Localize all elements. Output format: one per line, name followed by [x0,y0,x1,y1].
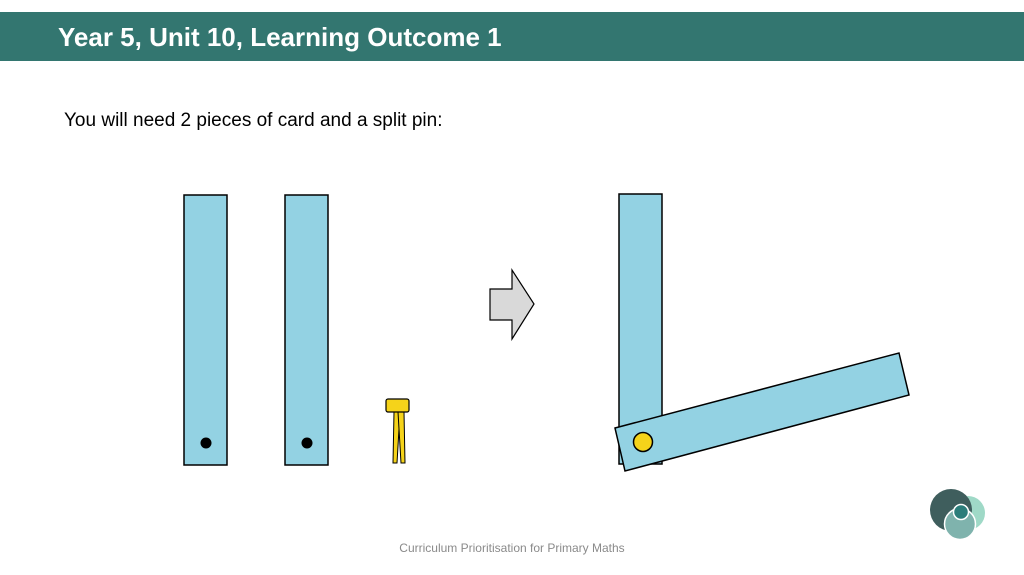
card-strip-1 [183,194,228,466]
right-arrow-icon [489,267,535,342]
card-hole-1 [200,437,212,449]
card-strip-2 [284,194,329,466]
instruction-text: You will need 2 pieces of card and a spl… [64,110,443,131]
footer-text: Curriculum Prioritisation for Primary Ma… [399,541,625,555]
page-title: Year 5, Unit 10, Learning Outcome 1 [58,22,502,52]
overlapping-circles-logo-icon [930,489,985,541]
card-hole-2 [301,437,313,449]
assembled-rotated-strip [614,352,910,472]
title-bar: Year 5, Unit 10, Learning Outcome 1 [0,12,1024,61]
split-pin [385,398,410,464]
assembled-split-pin [632,431,654,453]
